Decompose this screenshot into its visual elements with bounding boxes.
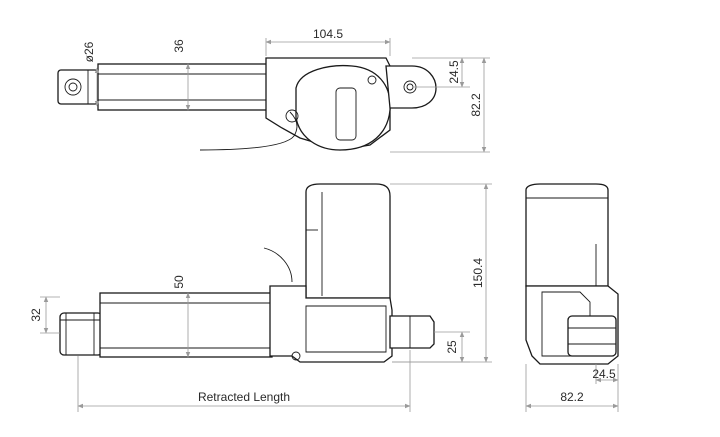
- dim-front-rear-eye-height: 25: [445, 340, 459, 354]
- dim-side-offset: 24.5: [592, 367, 616, 381]
- front-motor: [305, 183, 391, 299]
- dim-rod-diameter: ø26: [82, 41, 96, 62]
- top-view: 104.5 24.5 82.2 ø26 36: [57, 27, 490, 153]
- dim-front-rod-height: 32: [29, 308, 43, 322]
- top-cable: [199, 111, 298, 151]
- top-inner-tube: [97, 63, 269, 111]
- dim-top-total-height: 82.2: [469, 93, 483, 117]
- dim-top-eye-offset: 24.5: [447, 60, 461, 84]
- side-motor: [525, 183, 609, 287]
- front-gear-housing: [269, 285, 393, 363]
- side-view: 24.5 82.2: [525, 183, 619, 412]
- front-view: 50 150.4 32 25 Retracted Length: [29, 183, 492, 412]
- dim-front-tube-height: 50: [172, 275, 186, 289]
- dim-front-total-height: 150.4: [471, 258, 485, 288]
- front-cable: [263, 247, 293, 283]
- dim-side-width: 82.2: [560, 390, 584, 404]
- dim-tube-height-top: 36: [172, 39, 186, 53]
- dim-retracted-length: Retracted Length: [198, 390, 290, 404]
- side-clevis: [567, 315, 617, 357]
- top-rear-eye: [385, 65, 437, 109]
- dim-top-width: 104.5: [313, 27, 343, 41]
- front-rear-clevis: [389, 315, 435, 349]
- top-rod-end: [57, 69, 99, 105]
